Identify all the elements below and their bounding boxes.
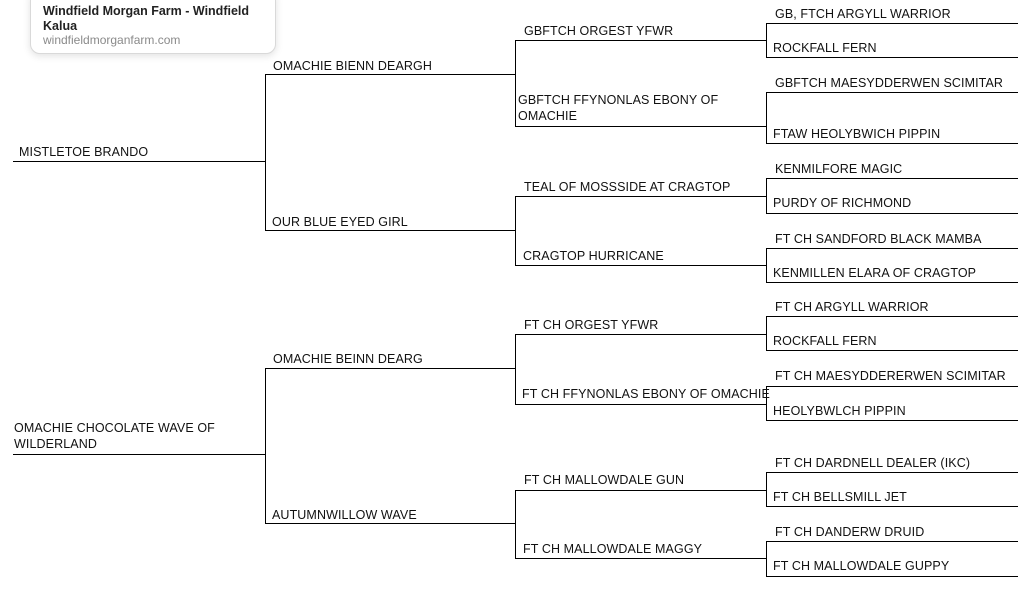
sire-dam-name: OUR BLUE EYED GIRL [272,215,408,229]
g3-name-8: FT CH MALLOWDALE MAGGY [523,542,703,556]
g3-name-4: CRAGTOP HURRICANE [523,249,664,263]
link-preview-domain: windfieldmorganfarm.com [43,33,181,47]
sire-sire-name: OMACHIE BIENN DEARGH [273,59,432,73]
g4-name-6: PURDY OF RICHMOND [773,196,912,210]
g4-name-13: FT CH DARDNELL DEALER (IKC) [775,456,971,470]
g4-name-4: FTAW HEOLYBWICH PIPPIN [773,127,941,141]
g3-name-5: FT CH ORGEST YFWR [524,318,659,332]
dam-dam-name: AUTUMNWILLOW WAVE [272,508,417,522]
g3-name-3: TEAL OF MOSSSIDE AT CRAGTOP [524,180,731,194]
g3-name-7: FT CH MALLOWDALE GUN [524,473,685,487]
dam-sire-name: OMACHIE BEINN DEARG [273,352,423,366]
g4-name-7: FT CH SANDFORD BLACK MAMBA [775,232,982,246]
g4-name-12: HEOLYBWLCH PIPPIN [773,404,906,418]
g4-name-11: FT CH MAESYDDERERWEN SCIMITAR [775,369,1006,383]
g3-name-6: FT CH FFYNONLAS EBONY OF OMACHIE [522,387,770,401]
g4-name-1: GB, FTCH ARGYLL WARRIOR [775,7,951,21]
g3-name-1: GBFTCH ORGEST YFWR [524,24,674,38]
g3-name-2: GBFTCH FFYNONLAS EBONY OF OMACHIE [518,93,719,123]
g4-name-5: KENMILFORE MAGIC [775,162,903,176]
g4-name-15: FT CH DANDERW DRUID [775,525,925,539]
g4-name-9: FT CH ARGYLL WARRIOR [775,300,929,314]
g4-name-10: ROCKFALL FERN [773,334,877,348]
g4-name-14: FT CH BELLSMILL JET [773,490,907,504]
g4-name-3: GBFTCH MAESYDDERWEN SCIMITAR [775,76,1004,90]
sire-name: MISTLETOE BRANDO [19,145,149,159]
dam-name: OMACHIE CHOCOLATE WAVE OF WILDERLAND [14,421,215,451]
g4-name-2: ROCKFALL FERN [773,41,877,55]
g4-name-16: FT CH MALLOWDALE GUPPY [773,559,950,573]
g4-name-8: KENMILLEN ELARA OF CRAGTOP [773,266,977,280]
link-preview-title: Windfield Morgan Farm - Windfield Kalua [43,4,250,33]
link-preview-tooltip[interactable]: Windfield Morgan Farm - Windfield Kalua … [30,0,276,54]
